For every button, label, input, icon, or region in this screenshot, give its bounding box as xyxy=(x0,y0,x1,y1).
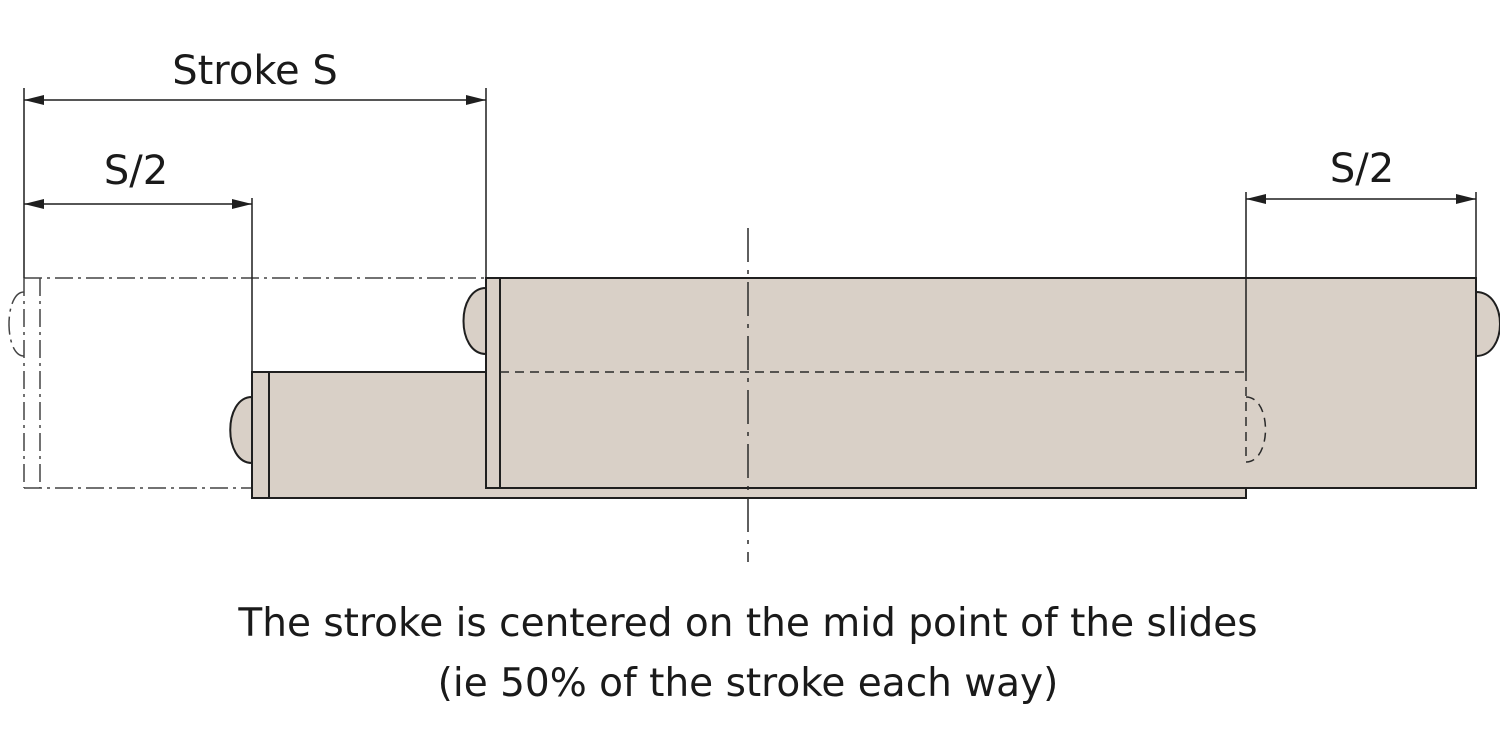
outer-slide-stop-bumper-right xyxy=(1475,290,1500,358)
hidden-inner-slide-bumper xyxy=(1245,372,1267,463)
extension-lines xyxy=(23,88,1477,372)
caption-line-2: (ie 50% of the stroke each way) xyxy=(438,661,1059,706)
caption-line-1: The stroke is centered on the mid point … xyxy=(237,601,1257,646)
outer-slide xyxy=(462,277,1500,489)
inner-slide-stop-bumper xyxy=(229,395,253,465)
outer-slide-stop-bumper-left xyxy=(462,286,487,356)
stroke-label: Stroke S xyxy=(172,48,338,94)
half-stroke-left-label: S/2 xyxy=(104,148,168,194)
retracted-position-outline xyxy=(8,277,486,489)
half-stroke-right-label: S/2 xyxy=(1330,146,1394,192)
outer-slide-body xyxy=(485,277,1477,489)
